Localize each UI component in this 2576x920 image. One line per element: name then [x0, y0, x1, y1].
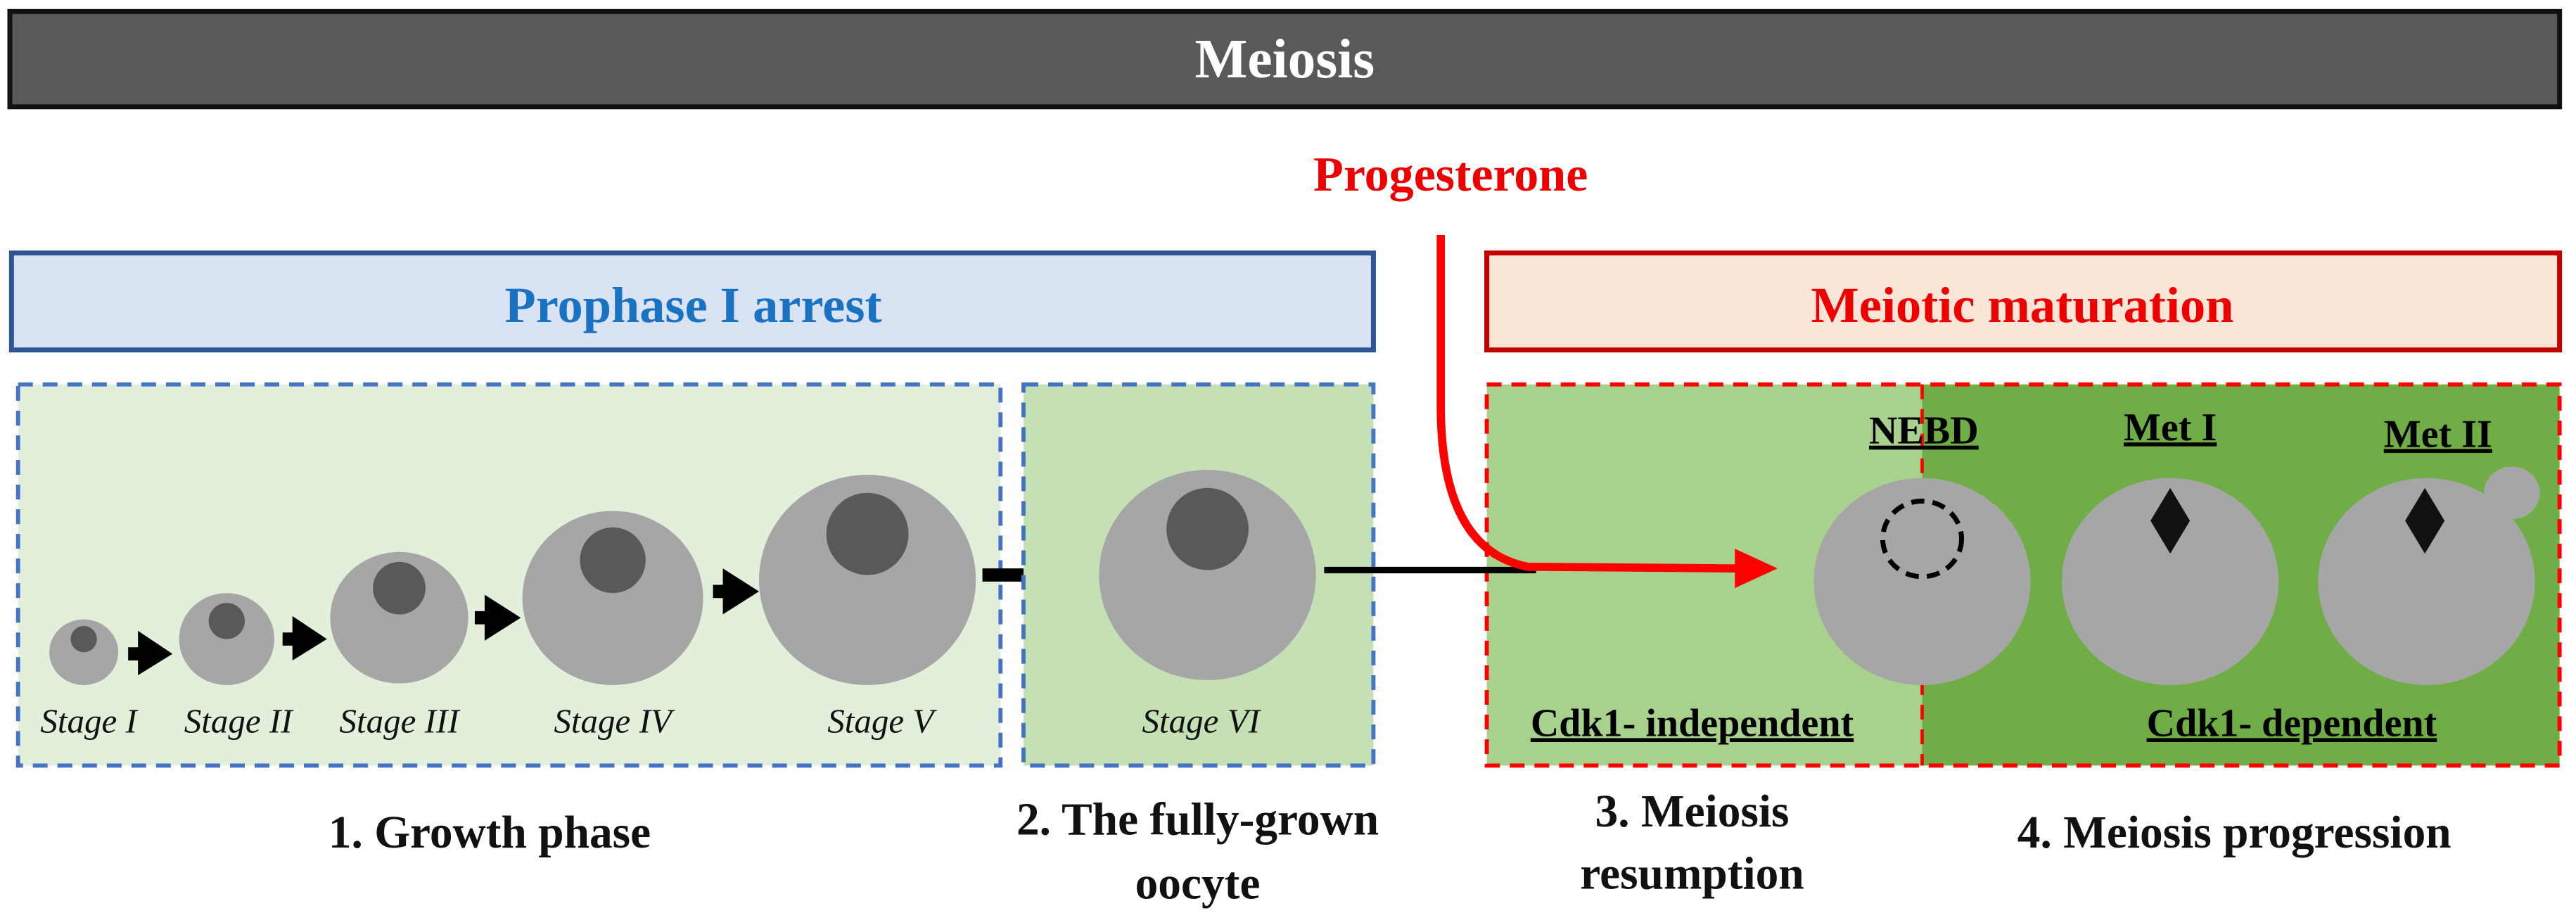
oocyte-met1: [2062, 478, 2279, 685]
oocyte-nebd: [1813, 478, 2031, 685]
meiotic-maturation-label: Meiotic maturation: [1811, 276, 2233, 333]
step-2-label-line1: 2. The fully-grown: [1016, 795, 1379, 845]
stage-4-label: Stage IV: [554, 702, 675, 741]
nucleus-stage-5: [826, 492, 909, 575]
met2-label: Met II: [2384, 412, 2492, 456]
oocyte-stage-6: [1099, 470, 1316, 680]
progesterone-arrow: [1436, 235, 1778, 589]
oocyte-stage-3: [330, 551, 468, 684]
title-text: Meiosis: [1194, 28, 1375, 90]
oocyte-stage-5: [758, 475, 976, 685]
growth-phase-panel: Stage I Stage II Stage III Stage IV Stag…: [15, 382, 1003, 768]
cdk1-independent-label: Cdk1- independent: [1531, 701, 1854, 745]
stage-5-label: Stage V: [827, 702, 937, 741]
arrow-3-4-icon: [474, 594, 521, 641]
met1-label: Met I: [2124, 406, 2217, 449]
prophase-arrest-header: Prophase I arrest: [8, 250, 1376, 353]
step-3-label-line1: 3. Meiosis: [1595, 786, 1790, 837]
step-2-label-line2: oocyte: [1135, 859, 1261, 909]
title-bar-bg: [7, 8, 2563, 110]
meiotic-maturation-header: Meiotic maturation: [1484, 250, 2563, 353]
step-1-label: 1. Growth phase: [329, 807, 651, 858]
stage-2-label: Stage II: [184, 702, 295, 741]
nucleus-stage-3: [373, 561, 426, 615]
step-labels: 1. Growth phase 2. The fully-grown oocyt…: [329, 786, 2451, 909]
spindle-met2-icon: [2405, 487, 2445, 554]
arrow-1-2-icon: [128, 630, 173, 675]
oocyte-stage-2: [179, 593, 275, 685]
stage-3-label: Stage III: [339, 702, 461, 741]
oocyte-met2: [2318, 478, 2535, 685]
step-3-label-line2: resumption: [1580, 849, 1804, 900]
growth-arrows: [128, 568, 759, 675]
maturation-panel: NEBD Met I Met II Cdk1- independent Cdk1…: [1484, 382, 2562, 768]
nucleus-stage-2: [208, 603, 245, 639]
progesterone-arrowhead-icon: [1735, 549, 1778, 589]
stage-6-label: Stage VI: [1142, 702, 1261, 741]
nucleus-stage-6: [1166, 487, 1249, 570]
nebd-label: NEBD: [1869, 409, 1979, 453]
arrow-4-5-icon: [713, 568, 759, 615]
prophase-arrest-label: Prophase I arrest: [504, 276, 881, 333]
fully-grown-panel: Stage VI: [1021, 382, 1376, 768]
oocyte-stage-4: [522, 511, 703, 685]
stage-1-label: Stage I: [40, 702, 139, 741]
maturation-box: [1484, 382, 2562, 768]
nucleus-stage-1: [70, 625, 97, 653]
prophase-arrest-box: [8, 250, 1376, 353]
arrow-2-3-icon: [282, 615, 327, 660]
progesterone-arrow-path: [1436, 235, 1738, 573]
title-bar: Meiosis: [7, 8, 2563, 110]
cdk1-dependent-label: Cdk1- dependent: [2147, 701, 2437, 745]
dissolving-nucleus-icon: [1880, 498, 1965, 580]
progesterone-label: Progesterone: [1313, 148, 1588, 202]
step-4-label: 4. Meiosis progression: [2017, 807, 2451, 858]
nucleus-stage-4: [580, 527, 646, 594]
meiotic-maturation-box: [1484, 250, 2563, 353]
